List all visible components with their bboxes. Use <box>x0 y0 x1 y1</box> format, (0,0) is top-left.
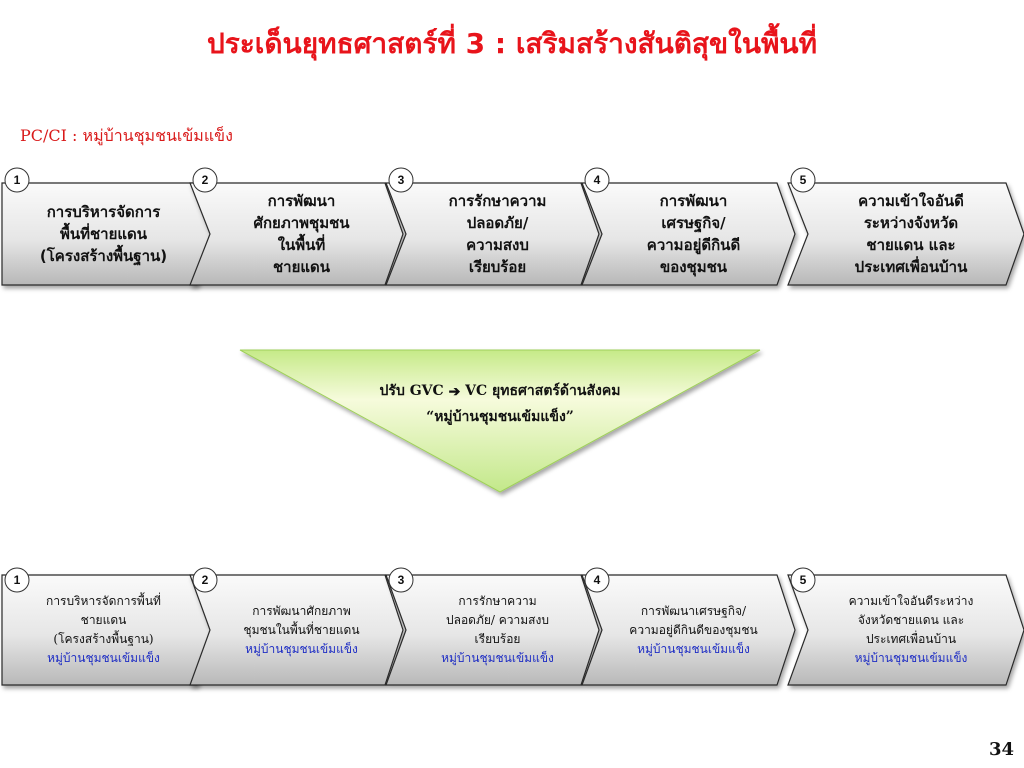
chevron-line: การบริหารจัดการ <box>46 203 161 221</box>
row1-chevron-2 <box>189 182 404 286</box>
row2-chevron-text-5: ความเข้าใจอันดีระหว่างจังหวัดชายแดน และป… <box>818 577 1004 683</box>
row2-step-number-5: 5 <box>800 573 807 587</box>
chevron-line: ปลอดภัย/ <box>466 214 529 232</box>
chevron-tag: หมู่บ้านชุมชนเข้มแข็ง <box>245 641 358 656</box>
row1-chevron-text-1: การบริหารจัดการพื้นที่ชายแดน (โครงสร้างพื… <box>12 185 195 283</box>
row2-step-number-4: 4 <box>594 573 601 587</box>
row2-chevron-3 <box>385 574 600 686</box>
chevron-line: ชายแดน <box>80 613 127 627</box>
row1-step-number-5: 5 <box>800 173 807 187</box>
row1-chevrons: 1 2 3 4 5 <box>1 167 1024 286</box>
row1-chevron-3 <box>385 182 600 286</box>
row1-step-number-4: 4 <box>594 173 601 187</box>
chevron-line: เศรษฐกิจ/ <box>661 214 726 232</box>
row1-step-badge-2 <box>192 167 218 193</box>
right-arrow-icon: ➔ <box>448 384 461 400</box>
chevron-line: พื้นที่ชายแดน <box>59 225 148 243</box>
chevron-line: ความอยู่ดีกินดี <box>646 236 741 254</box>
row2-step-badge-2 <box>192 567 218 593</box>
chevron-line: ชายแดน <box>272 258 331 276</box>
chevron-line: เรียบร้อย <box>474 632 521 646</box>
row1-step-badge-4 <box>584 167 610 193</box>
row2-chevron-4 <box>581 574 796 686</box>
chevron-line: เรียบร้อย <box>468 258 527 276</box>
chevron-line: การพัฒนาศักยภาพ <box>252 603 351 618</box>
chevron-line: ชุมชนในพื้นที่ชายแดน <box>243 622 360 637</box>
chevron-line: (โครงสร้างพื้นฐาน) <box>53 632 154 646</box>
row1-step-number-2: 2 <box>202 173 209 187</box>
row2-chevron-text-3: การรักษาความปลอดภัย/ ความสงบเรียบร้อยหมู… <box>416 577 579 683</box>
chevron-line: ระหว่างจังหวัด <box>863 214 959 232</box>
row1-chevron-4 <box>581 182 796 286</box>
row2-chevrons: 1 2 3 4 5 <box>1 567 1024 686</box>
row2-step-badge-3 <box>388 567 414 593</box>
row1-step-number-3: 3 <box>398 173 405 187</box>
chevron-line: ประเทศเพื่อนบ้าน <box>865 632 957 646</box>
chevron-line: การพัฒนาเศรษฐกิจ/ <box>640 603 747 618</box>
row2-chevron-text-1: การบริหารจัดการพื้นที่ชายแดน (โครงสร้างพื… <box>12 577 195 683</box>
row2-chevron-5 <box>787 574 1024 686</box>
chevron-line: ความอยู่ดีกินดีของชุมชน <box>629 622 758 637</box>
chevron-line: ความสงบ <box>466 236 529 254</box>
row1-step-number-1: 1 <box>14 173 21 187</box>
page-number: 34 <box>988 739 1014 760</box>
triangle-line2: “หมู่บ้านชุมชนเข้มแข็ง” <box>426 409 574 425</box>
row2-step-number-3: 3 <box>398 573 405 587</box>
triangle-line1-prefix: ปรับ GVC <box>379 383 444 399</box>
strategy-triangle <box>239 349 761 493</box>
page-title: ประเด็นยุทธศาสตร์ที่ 3 : เสริมสร้างสันติ… <box>206 27 818 60</box>
row2-chevron-text-2: การพัฒนาศักยภาพชุมชนในพื้นที่ชายแดนหมู่บ… <box>220 577 383 683</box>
row1-chevron-text-3: การรักษาความปลอดภัย/ความสงบเรียบร้อย <box>416 185 579 283</box>
chevron-line: ของชุมชน <box>659 258 728 276</box>
chevron-line: จังหวัดชายแดน และ <box>857 613 965 627</box>
row2-step-number-2: 2 <box>202 573 209 587</box>
row2-step-badge-5 <box>790 567 816 593</box>
row1-step-badge-3 <box>388 167 414 193</box>
chevron-line: ชายแดน และ <box>866 236 956 254</box>
chevron-line: ความเข้าใจอันดีระหว่าง <box>848 594 974 608</box>
chevron-line: ประเทศเพื่อนบ้าน <box>854 258 968 276</box>
triangle-line1-suffix: VC ยุทธศาสตร์ด้านสังคม <box>465 383 621 399</box>
chevron-line: ในพื้นที่ <box>277 236 326 254</box>
chevron-tag: หมู่บ้านชุมชนเข้มแข็ง <box>441 651 554 665</box>
row2-step-number-1: 1 <box>14 573 21 587</box>
row2-step-badge-1 <box>4 567 30 593</box>
row1-chevron-text-2: การพัฒนาศักยภาพชุมชนในพื้นที่ชายแดน <box>220 185 383 283</box>
row1-step-badge-5 <box>790 167 816 193</box>
row1-step-badge-1 <box>4 167 30 193</box>
chevron-tag: หมู่บ้านชุมชนเข้มแข็ง <box>637 641 750 656</box>
chevron-line: ศักยภาพชุมชน <box>253 214 350 232</box>
row2-chevron-2 <box>189 574 404 686</box>
pc-ci-subtitle: PC/CI : หมู่บ้านชุมชนเข้มแข็ง <box>20 126 233 145</box>
chevron-line: การรักษาความ <box>448 192 547 210</box>
row2-step-badge-4 <box>584 567 610 593</box>
chevron-line: ความเข้าใจอันดี <box>858 192 964 210</box>
row1-chevron-5 <box>787 182 1024 286</box>
chevron-line: การรักษาความ <box>458 594 537 608</box>
chevron-tag: หมู่บ้านชุมชนเข้มแข็ง <box>854 651 968 665</box>
row1-chevron-text-4: การพัฒนาเศรษฐกิจ/ความอยู่ดีกินดีของชุมชน <box>612 185 775 283</box>
chevron-line: ปลอดภัย/ ความสงบ <box>446 613 549 627</box>
chevron-line: การพัฒนา <box>267 192 336 210</box>
chevron-line: การพัฒนา <box>659 192 728 210</box>
chevron-line: (โครงสร้างพื้นฐาน) <box>39 247 168 265</box>
chevron-line: การบริหารจัดการพื้นที่ <box>46 594 161 608</box>
row1-chevron-text-5: ความเข้าใจอันดีระหว่างจังหวัดชายแดน และป… <box>818 185 1004 283</box>
row2-chevron-text-4: การพัฒนาเศรษฐกิจ/ความอยู่ดีกินดีของชุมชน… <box>612 577 775 683</box>
triangle-label: ปรับ GVC ➔ VC ยุทธศาสตร์ด้านสังคม “หมู่บ… <box>330 378 670 430</box>
chevron-tag: หมู่บ้านชุมชนเข้มแข็ง <box>47 651 160 665</box>
